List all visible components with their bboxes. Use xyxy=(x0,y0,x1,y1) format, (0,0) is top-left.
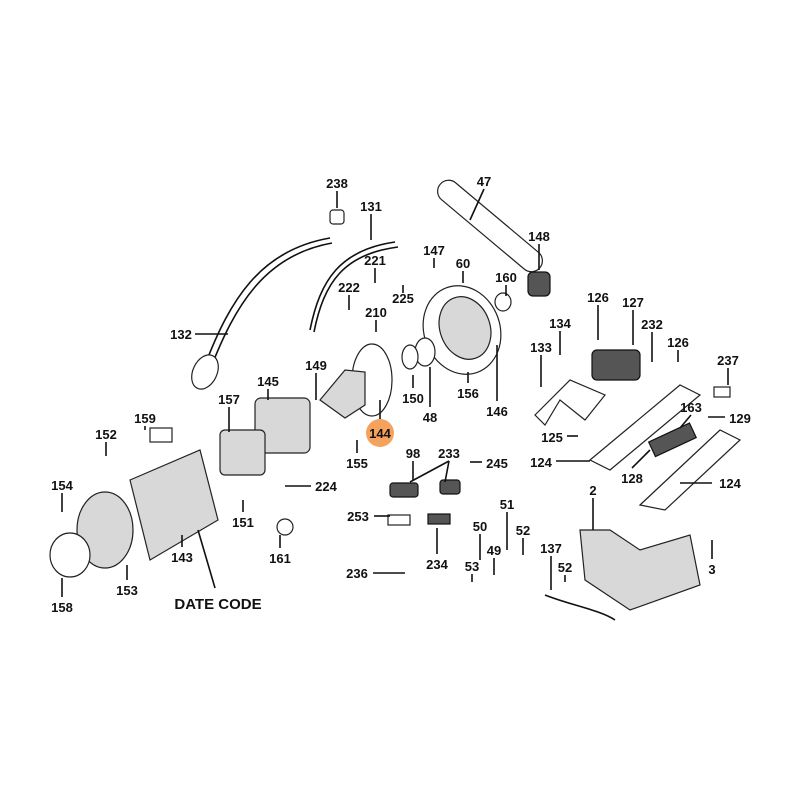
part-98 xyxy=(389,482,419,498)
part-label[interactable]: 157 xyxy=(218,392,240,407)
part-label[interactable]: 3 xyxy=(708,562,715,577)
part-label[interactable]: 124 xyxy=(530,455,552,470)
part-label[interactable]: 137 xyxy=(540,541,562,556)
part-48 xyxy=(414,337,436,367)
part-label[interactable]: 143 xyxy=(171,550,193,565)
part-label[interactable]: 126 xyxy=(667,335,689,350)
part-label[interactable]: 150 xyxy=(402,391,424,406)
part-label[interactable]: 224 xyxy=(315,479,337,494)
part-label[interactable]: 147 xyxy=(423,243,445,258)
part-label[interactable]: 149 xyxy=(305,358,327,373)
part-label[interactable]: 210 xyxy=(365,305,387,320)
part-145 xyxy=(254,397,311,454)
part-157 xyxy=(219,429,266,476)
part-label[interactable]: 160 xyxy=(495,270,517,285)
part-233 xyxy=(439,479,461,495)
part-137 xyxy=(544,594,616,621)
parts xyxy=(49,179,742,621)
highlight-marker-144[interactable] xyxy=(366,419,394,447)
part-label[interactable]: 133 xyxy=(530,340,552,355)
part-150 xyxy=(401,344,419,370)
part-label[interactable]: 146 xyxy=(486,404,508,419)
part-label[interactable]: 51 xyxy=(500,497,514,512)
part-label[interactable]: 151 xyxy=(232,515,254,530)
part-label[interactable]: 50 xyxy=(473,519,487,534)
part-label[interactable]: 232 xyxy=(641,317,663,332)
part-label-highlighted[interactable]: 144 xyxy=(369,426,391,441)
part-132-plug xyxy=(191,354,219,390)
part-label[interactable]: 253 xyxy=(347,509,369,524)
part-131-cable xyxy=(309,241,399,333)
part-label[interactable]: 52 xyxy=(558,560,572,575)
part-label[interactable]: 238 xyxy=(326,176,348,191)
leader-lines xyxy=(61,188,729,597)
part-labels: 238 131 47 148 147 221 60 160 222 225 21… xyxy=(51,174,751,615)
part-label[interactable]: 127 xyxy=(622,295,644,310)
part-label[interactable]: 129 xyxy=(729,411,751,426)
part-label[interactable]: 60 xyxy=(456,256,470,271)
date-code-label: DATE CODE xyxy=(174,596,261,613)
part-143-motor-housing xyxy=(129,449,219,561)
part-124-right xyxy=(638,429,742,511)
part-158 xyxy=(49,532,91,578)
part-238 xyxy=(329,209,345,225)
part-label[interactable]: 245 xyxy=(486,456,508,471)
part-label[interactable]: 52 xyxy=(516,523,530,538)
part-133 xyxy=(534,379,606,426)
part-label[interactable]: 153 xyxy=(116,583,138,598)
part-label[interactable]: 221 xyxy=(364,253,386,268)
part-161 xyxy=(276,518,294,536)
part-124-left xyxy=(588,384,702,471)
part-label[interactable]: 225 xyxy=(392,291,414,306)
part-128 xyxy=(647,422,698,458)
part-label[interactable]: 155 xyxy=(346,456,368,471)
part-156-inner xyxy=(438,296,492,360)
part-47-belt xyxy=(437,179,543,273)
part-253 xyxy=(387,514,411,526)
part-label[interactable]: 236 xyxy=(346,566,368,581)
part-160 xyxy=(494,292,512,312)
part-132-cord xyxy=(204,237,333,371)
part-label[interactable]: 124 xyxy=(719,476,741,491)
part-label[interactable]: 2 xyxy=(589,483,596,498)
part-label[interactable]: 156 xyxy=(457,386,479,401)
part-label[interactable]: 98 xyxy=(406,446,420,461)
part-label[interactable]: 125 xyxy=(541,430,563,445)
part-label[interactable]: 152 xyxy=(95,427,117,442)
part-label[interactable]: 126 xyxy=(587,290,609,305)
part-144-armature xyxy=(319,369,366,419)
part-label[interactable]: 154 xyxy=(51,478,73,493)
part-label[interactable]: 131 xyxy=(360,199,382,214)
part-label[interactable]: 134 xyxy=(549,316,571,331)
part-label[interactable]: 47 xyxy=(477,174,491,189)
part-159 xyxy=(149,427,173,443)
part-label[interactable]: 53 xyxy=(465,559,479,574)
part-153-grill xyxy=(76,491,134,569)
part-label[interactable]: 222 xyxy=(338,280,360,295)
part-2-cover xyxy=(579,529,701,611)
part-label[interactable]: 145 xyxy=(257,374,279,389)
part-label[interactable]: 148 xyxy=(528,229,550,244)
part-label[interactable]: 237 xyxy=(717,353,739,368)
part-234 xyxy=(427,513,451,525)
part-label[interactable]: 48 xyxy=(423,410,437,425)
part-label[interactable]: 161 xyxy=(269,551,291,566)
part-label[interactable]: 128 xyxy=(621,471,643,486)
part-label[interactable]: 233 xyxy=(438,446,460,461)
part-label[interactable]: 234 xyxy=(426,557,448,572)
part-127 xyxy=(591,349,641,381)
part-label[interactable]: 49 xyxy=(487,543,501,558)
part-label[interactable]: 159 xyxy=(134,411,156,426)
part-237 xyxy=(713,386,731,398)
part-label[interactable]: 158 xyxy=(51,600,73,615)
part-label[interactable]: 132 xyxy=(170,327,192,342)
part-label[interactable]: 163 xyxy=(680,400,702,415)
part-148 xyxy=(527,271,551,297)
